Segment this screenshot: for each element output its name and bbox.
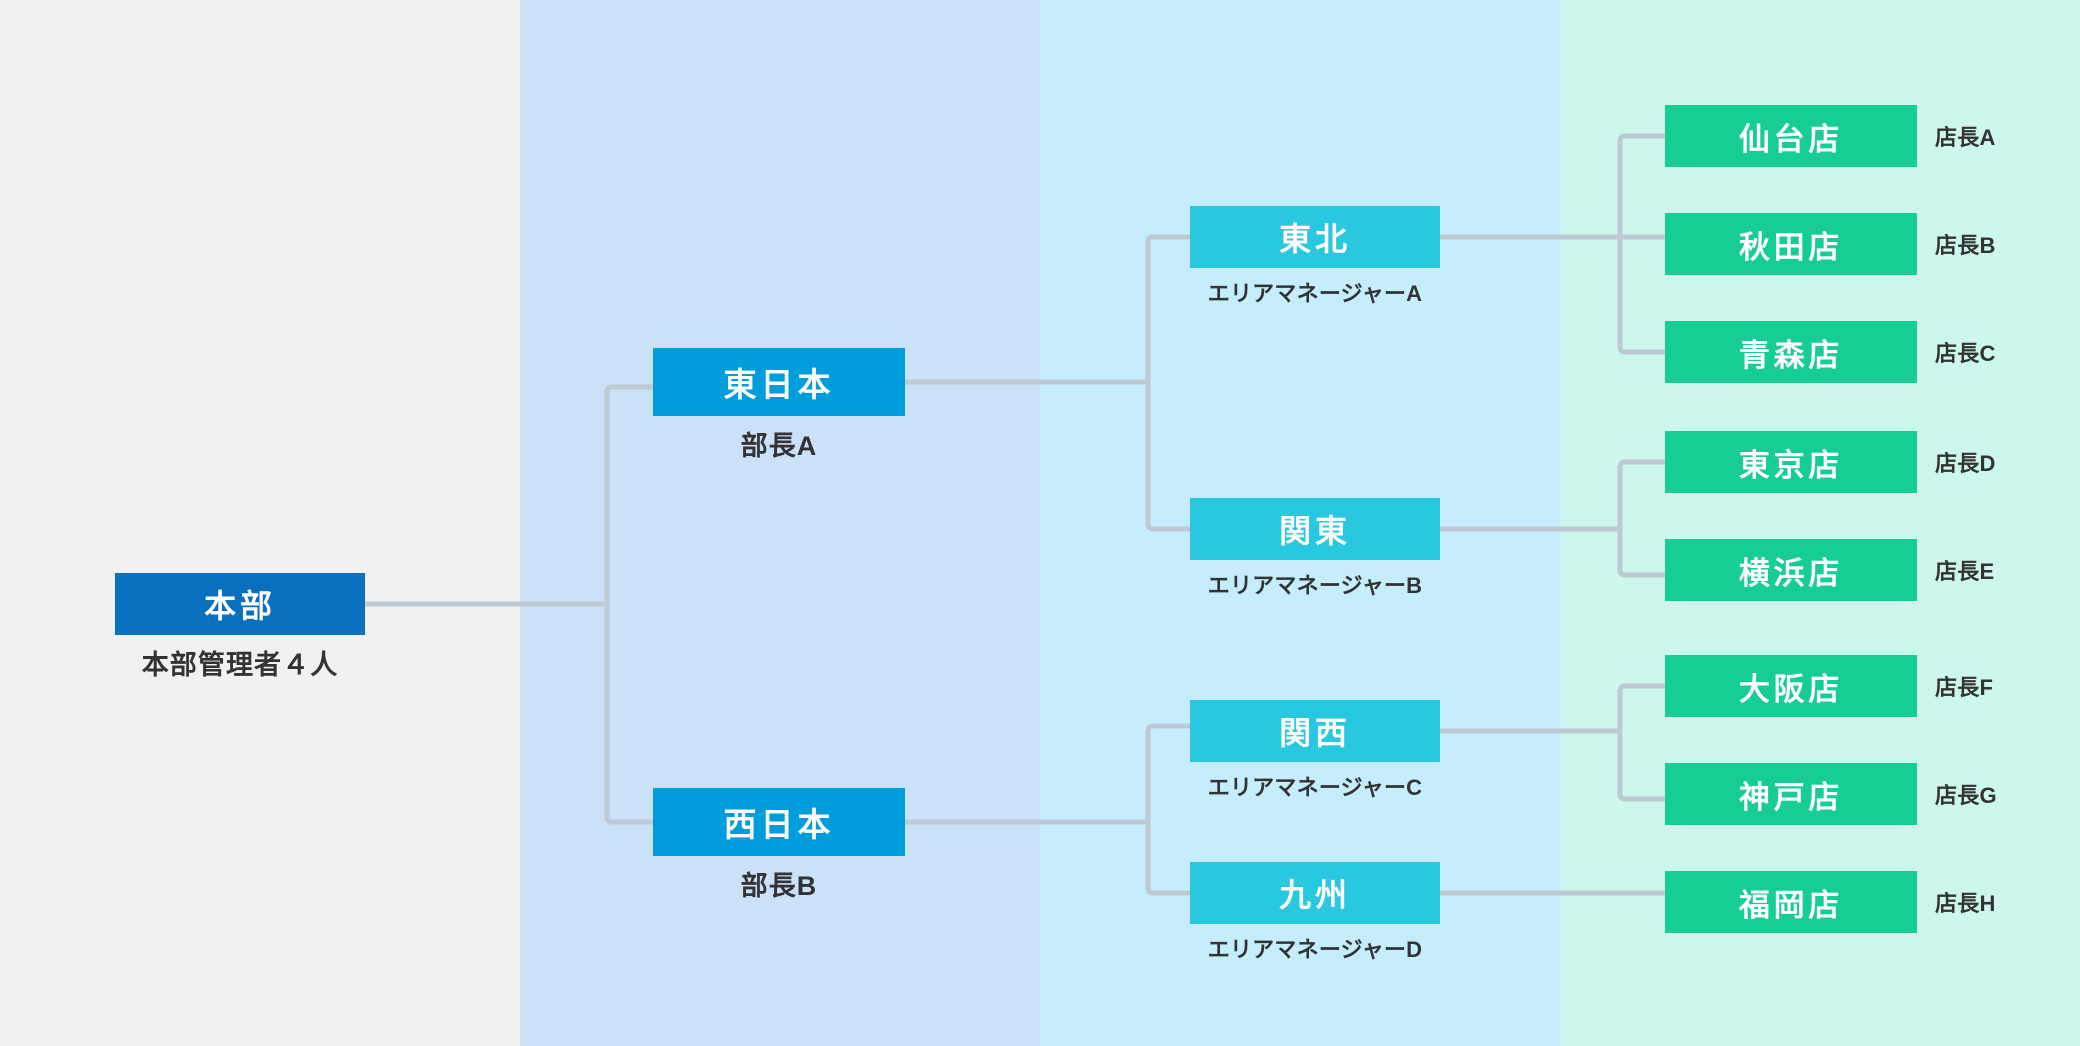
link-kanto-to-yokohama xyxy=(1617,529,1665,578)
division-east-box-label: 東日本 xyxy=(653,348,905,416)
node-headquarters[interactable]: 本部 本部管理者４人 xyxy=(115,573,365,682)
store-fukuoka-box-label: 福岡店 xyxy=(1665,871,1917,933)
node-area-tohoku[interactable]: 東北 エリアマネージャーA xyxy=(1190,206,1440,308)
node-store-akita[interactable]: 秋田店 店長B xyxy=(1665,213,1996,275)
node-division-west-japan[interactable]: 西日本 部長B xyxy=(653,788,905,903)
node-store-aomori[interactable]: 青森店 店長C xyxy=(1665,321,1996,383)
link-hq-to-west xyxy=(604,604,653,825)
link-kanto-to-tokyo xyxy=(1617,459,1665,529)
division-east-caption: 部長A xyxy=(740,431,818,461)
store-osaka-box-label: 大阪店 xyxy=(1665,655,1917,717)
store-akita-box-label: 秋田店 xyxy=(1665,213,1917,275)
node-store-osaka[interactable]: 大阪店 店長F xyxy=(1665,655,1993,717)
store-aomori-box-label: 青森店 xyxy=(1665,321,1917,383)
store-yokohama-manager: 店長E xyxy=(1935,559,1995,584)
division-west-box-label: 西日本 xyxy=(653,788,905,856)
area-tohoku-caption: エリアマネージャーA xyxy=(1207,281,1423,306)
link-east-to-tohoku xyxy=(1145,234,1190,382)
node-area-kanto[interactable]: 関東 エリアマネージャーB xyxy=(1190,498,1440,600)
area-kansai-caption: エリアマネージャーC xyxy=(1207,775,1423,800)
store-osaka-manager: 店長F xyxy=(1935,675,1994,700)
headquarters-band xyxy=(0,0,520,1046)
store-aomori-manager: 店長C xyxy=(1935,341,1996,366)
headquarters-box-label: 本部 xyxy=(115,573,365,635)
node-area-kyushu[interactable]: 九州 エリアマネージャーD xyxy=(1190,862,1440,964)
store-akita-manager: 店長B xyxy=(1935,233,1996,258)
store-tokyo-box-label: 東京店 xyxy=(1665,431,1917,493)
link-tohoku-to-aomori xyxy=(1617,237,1665,355)
store-kobe-box-label: 神戸店 xyxy=(1665,763,1917,825)
node-store-sendai[interactable]: 仙台店 店長A xyxy=(1665,105,1996,167)
link-kansai-to-osaka xyxy=(1617,683,1665,731)
area-kanto-caption: エリアマネージャーB xyxy=(1207,573,1423,598)
node-division-east-japan[interactable]: 東日本 部長A xyxy=(653,348,905,463)
area-tohoku-box-label: 東北 xyxy=(1190,206,1440,268)
link-west-to-kyushu xyxy=(1145,822,1190,896)
link-kansai-to-kobe xyxy=(1617,731,1665,802)
store-fukuoka-manager: 店長H xyxy=(1935,891,1996,916)
node-store-yokohama[interactable]: 横浜店 店長E xyxy=(1665,539,1994,601)
division-west-caption: 部長B xyxy=(740,871,818,901)
link-east-to-kanto xyxy=(1145,382,1190,532)
link-hq-to-east xyxy=(604,384,653,604)
store-tokyo-manager: 店長D xyxy=(1935,451,1996,476)
area-kyushu-box-label: 九州 xyxy=(1190,862,1440,924)
area-kansai-box-label: 関西 xyxy=(1190,700,1440,762)
area-kyushu-caption: エリアマネージャーD xyxy=(1207,937,1423,962)
headquarters-caption: 本部管理者４人 xyxy=(141,650,339,680)
node-store-kobe[interactable]: 神戸店 店長G xyxy=(1665,763,1997,825)
store-kobe-manager: 店長G xyxy=(1935,783,1997,808)
node-store-tokyo[interactable]: 東京店 店長D xyxy=(1665,431,1996,493)
store-yokohama-box-label: 横浜店 xyxy=(1665,539,1917,601)
node-area-kansai[interactable]: 関西 エリアマネージャーC xyxy=(1190,700,1440,802)
link-tohoku-to-sendai xyxy=(1617,133,1665,237)
node-store-fukuoka[interactable]: 福岡店 店長H xyxy=(1665,871,1996,933)
store-sendai-box-label: 仙台店 xyxy=(1665,105,1917,167)
link-west-to-kansai xyxy=(1145,723,1190,822)
store-sendai-manager: 店長A xyxy=(1935,125,1996,150)
area-kanto-box-label: 関東 xyxy=(1190,498,1440,560)
